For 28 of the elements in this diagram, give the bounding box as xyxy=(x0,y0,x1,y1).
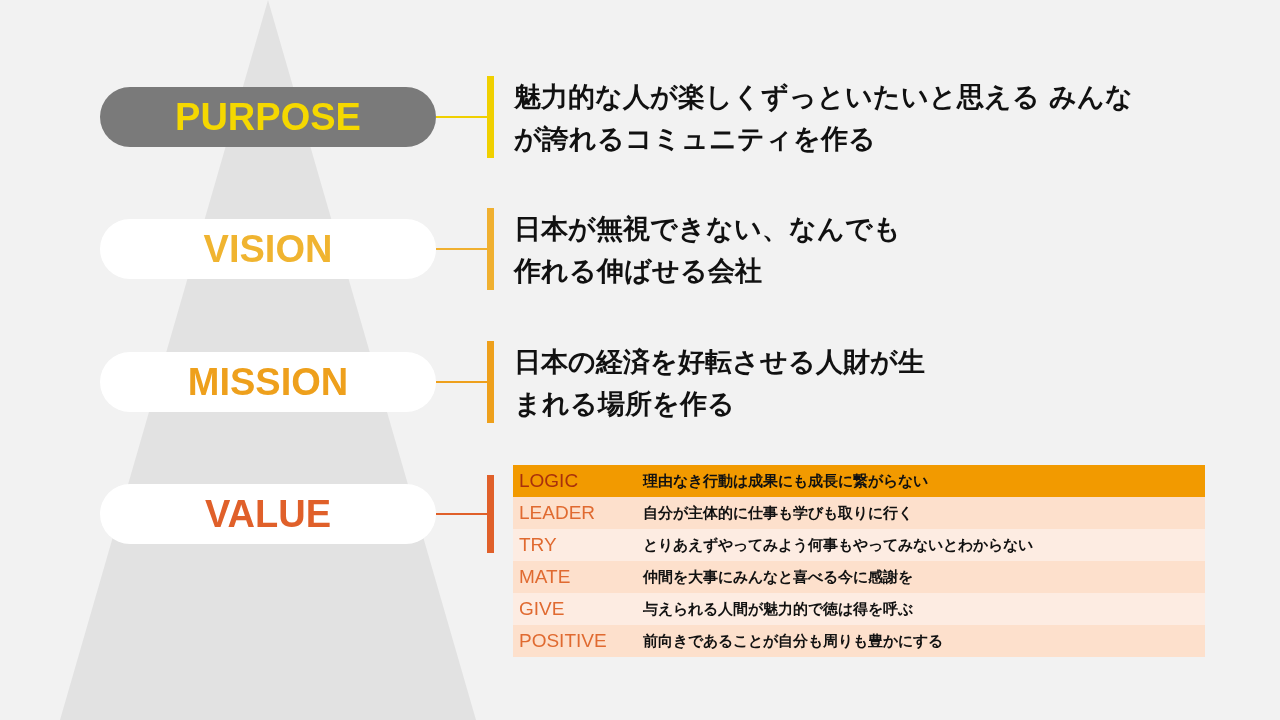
value-description: 前向きであることが自分も周りも豊かにする xyxy=(643,631,943,652)
table-row xyxy=(513,497,1205,529)
value-description: とりあえずやってみよう何事もやってみないとわからない xyxy=(643,535,1033,556)
table-row xyxy=(513,465,1205,497)
pill-label: VALUE xyxy=(100,484,436,544)
statement-text: 日本の経済を好転させる人財が生まれる場所を作る xyxy=(487,341,947,423)
value-name: LEADER xyxy=(519,501,596,525)
value-name: GIVE xyxy=(519,597,565,621)
pill-label: PURPOSE xyxy=(100,87,436,147)
connector-line xyxy=(435,116,488,118)
value-name: TRY xyxy=(519,533,557,557)
value-description: 与えられる人間が魅力的で徳は得を呼ぶ xyxy=(643,599,913,620)
pill-label: MISSION xyxy=(100,352,436,412)
value-description: 自分が主体的に仕事も学びも取りに行く xyxy=(643,503,913,524)
connector-line xyxy=(435,248,488,250)
connector-line xyxy=(435,513,488,515)
value-name: POSITIVE xyxy=(519,629,607,653)
value-table xyxy=(513,465,1205,657)
pill-label: VISION xyxy=(100,219,436,279)
statement-text: 日本が無視できない、なんでも作れる伸ばせる会社 xyxy=(487,208,917,290)
statement-text: 魅力的な人が楽しくずっといたいと思える みんなが誇れるコミュニティを作る xyxy=(487,76,1147,158)
value-description: 理由なき行動は成果にも成長に繋がらない xyxy=(643,471,928,492)
value-name: MATE xyxy=(519,565,571,589)
table-row xyxy=(513,561,1205,593)
value-description: 仲間を大事にみんなと喜べる今に感謝を xyxy=(643,567,913,588)
table-row xyxy=(513,625,1205,657)
value-name: LOGIC xyxy=(519,469,579,493)
connector-line xyxy=(435,381,488,383)
